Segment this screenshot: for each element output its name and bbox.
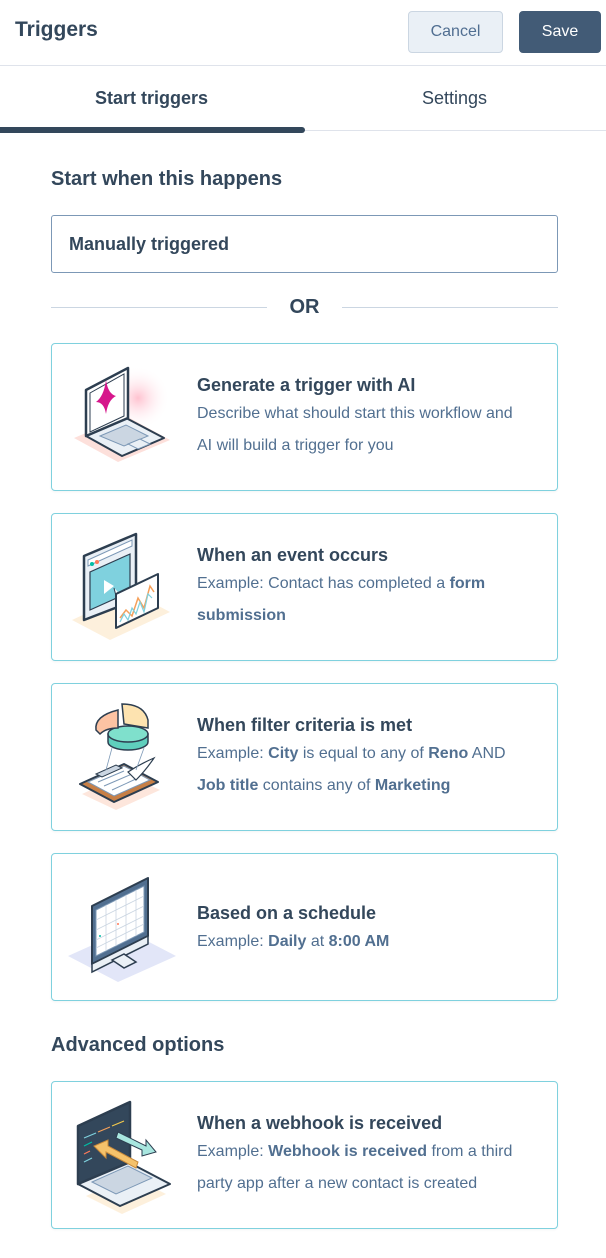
description-line: party app after a new contact is created (197, 1175, 478, 1192)
trigger-card-filter[interactable]: When filter criteria is met Example: Cit… (51, 683, 558, 831)
description-text: Example: Contact has completed a (197, 575, 450, 592)
section-title-advanced: Advanced options (51, 1034, 225, 1056)
description-bold: Marketing (374, 777, 451, 794)
card-description: Describe what should start this workflow… (197, 398, 541, 462)
description-bold: Job title (197, 777, 259, 794)
page-title: Triggers (15, 18, 98, 41)
description-bold: submission (197, 607, 286, 624)
event-video-chart-icon (66, 528, 176, 646)
description-bold: Daily (268, 933, 307, 950)
description-bold: form (449, 575, 486, 592)
ai-laptop-sparkle-icon (66, 358, 176, 476)
card-title: Generate a trigger with AI (197, 375, 416, 395)
or-divider: OR (51, 294, 558, 322)
description-text: at (306, 933, 329, 950)
save-button[interactable]: Save (519, 11, 601, 53)
description-text: AND (468, 745, 506, 762)
description-text: Example: (197, 933, 269, 950)
card-title: When filter criteria is met (197, 715, 413, 735)
selected-trigger-field[interactable]: Manually triggered (51, 215, 558, 273)
trigger-card-schedule[interactable]: Based on a schedule Example: Daily at 8:… (51, 853, 558, 1001)
selected-trigger-value: Manually triggered (69, 233, 230, 254)
trigger-card-webhook[interactable]: When a webhook is received Example: Webh… (51, 1081, 558, 1229)
or-label: OR (289, 296, 320, 318)
section-title-start: Start when this happens (51, 168, 283, 190)
description-text: contains any of (258, 777, 375, 794)
active-tab-indicator (0, 127, 305, 133)
divider-line (342, 307, 558, 308)
card-description: Example: City is equal to any of Reno AN… (197, 738, 541, 802)
description-bold: City (268, 745, 299, 762)
description-text: Example: (197, 1143, 269, 1160)
tab-start-triggers[interactable]: Start triggers (94, 87, 209, 108)
panel-header: Triggers Cancel Save (0, 0, 606, 66)
card-description: Example: Daily at 8:00 AM (197, 926, 541, 958)
description-bold: Reno (428, 745, 469, 762)
description-text: Example: (197, 745, 269, 762)
cancel-button[interactable]: Cancel (408, 11, 503, 53)
description-line: AI will build a trigger for you (197, 437, 394, 454)
card-title: Based on a schedule (197, 903, 377, 923)
trigger-card-event[interactable]: When an event occurs Example: Contact ha… (51, 513, 558, 661)
card-title: When a webhook is received (197, 1113, 443, 1133)
tab-bar: Start triggers Settings (0, 66, 606, 133)
tab-settings[interactable]: Settings (421, 87, 488, 108)
card-description: Example: Webhook is received from a thir… (197, 1136, 541, 1200)
description-bold: 8:00 AM (328, 933, 390, 950)
description-text: from a third (427, 1143, 513, 1160)
card-title: When an event occurs (197, 545, 389, 565)
description-text: is equal to any of (298, 745, 429, 762)
trigger-card-ai[interactable]: Generate a trigger with AI Describe what… (51, 343, 558, 491)
divider-line (51, 307, 267, 308)
description-bold: Webhook is received (268, 1143, 428, 1160)
card-description: Example: Contact has completed a form su… (197, 568, 541, 632)
schedule-calendar-monitor-icon (66, 868, 176, 986)
webhook-laptop-arrows-icon (66, 1096, 176, 1214)
filter-clipboard-pie-icon (66, 698, 176, 816)
description-line: Describe what should start this workflow… (197, 405, 513, 422)
